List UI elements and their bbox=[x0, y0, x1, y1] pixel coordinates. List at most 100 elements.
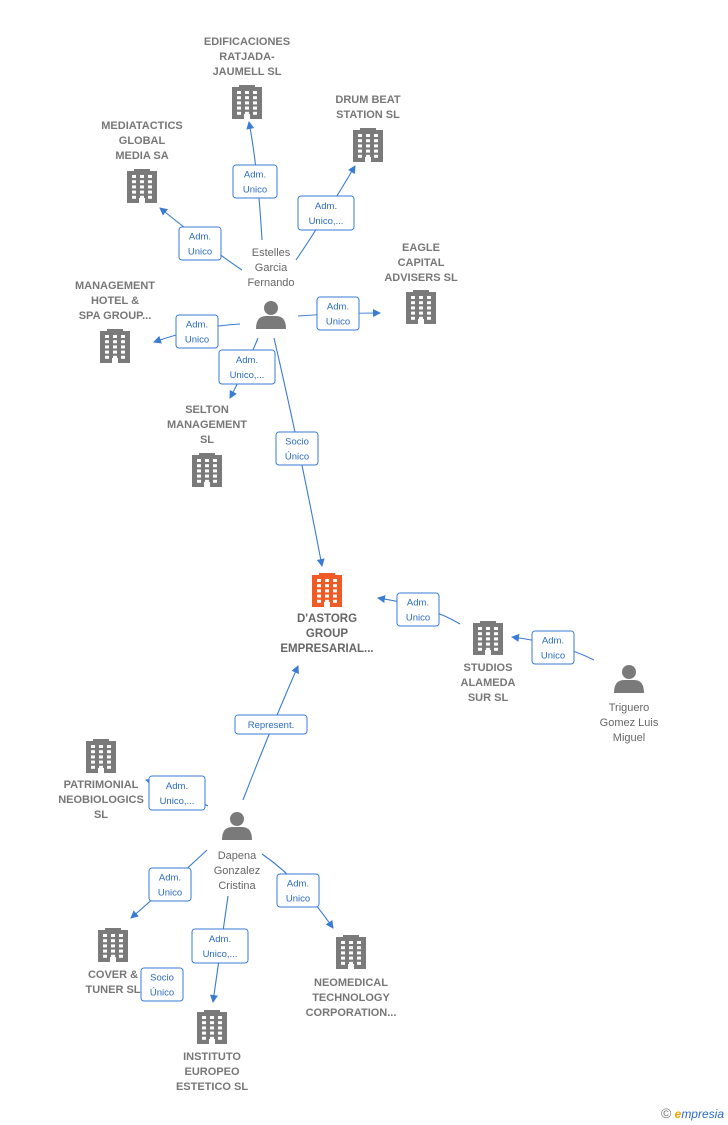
edge-e5[interactable]: Adm.Unico bbox=[153, 314, 241, 349]
edge-label-line: Represent. bbox=[248, 720, 294, 731]
edge-e13[interactable]: Adm. Unico bbox=[261, 853, 334, 929]
brand-footer: © empresia bbox=[661, 1105, 724, 1121]
edge-e3[interactable]: Adm.Unico bbox=[159, 207, 243, 271]
edge-label-line: Unico bbox=[243, 185, 267, 196]
edge-label-box[interactable] bbox=[396, 592, 440, 627]
company-name-line: NEOMEDICAL bbox=[314, 977, 388, 989]
edge-label-box[interactable] bbox=[148, 867, 192, 902]
building-icon bbox=[353, 128, 383, 162]
company-name-line: STATION SL bbox=[336, 109, 400, 121]
company-node-drumbeat[interactable]: DRUM BEAT STATION SL bbox=[335, 94, 401, 162]
building-icon bbox=[192, 453, 222, 487]
edge-label: Adm. Unico bbox=[286, 879, 310, 905]
edge-e1[interactable]: Adm.Unico bbox=[232, 121, 278, 241]
company-name: STUDIOS ALAMEDA SUR SL bbox=[461, 662, 516, 704]
company-node-cover[interactable]: COVER &TUNER SL bbox=[86, 928, 141, 996]
edge-e14[interactable]: Adm.Unico,... bbox=[191, 895, 249, 1003]
company-name-line: PATRIMONIAL bbox=[64, 779, 139, 791]
building-icon bbox=[127, 169, 157, 203]
edge-e2[interactable]: Adm.Unico,... bbox=[295, 165, 356, 261]
edge-label-box[interactable] bbox=[191, 928, 249, 964]
edge-e11[interactable]: Adm. Unico,... bbox=[145, 775, 209, 811]
edge-label-box[interactable] bbox=[148, 775, 206, 811]
company-name-line: TECHNOLOGY bbox=[312, 992, 390, 1004]
company-name-line: SL bbox=[94, 809, 108, 821]
person-name-line: Estelles bbox=[252, 247, 291, 259]
person-icon bbox=[222, 812, 252, 840]
company-name-line: EMPRESARIAL... bbox=[280, 643, 373, 655]
edge-label: Adm.Unico bbox=[541, 636, 565, 662]
person-name-line: Triguero bbox=[609, 702, 650, 714]
edge-label-box[interactable] bbox=[316, 296, 360, 331]
edge-label-line: Unico,... bbox=[160, 796, 195, 807]
edge-label: Adm. Unico,... bbox=[160, 781, 195, 807]
edge-label-line: Socio bbox=[150, 973, 174, 984]
company-name-line: STUDIOS bbox=[464, 662, 513, 674]
edge-e8[interactable]: Adm.Unico bbox=[377, 592, 461, 627]
edge-label: Adm.Unico bbox=[158, 873, 182, 899]
edge-label-line: Unico bbox=[185, 335, 209, 346]
edge-e6[interactable]: Adm.Unico,... bbox=[218, 337, 276, 399]
company-node-studios[interactable]: STUDIOS ALAMEDA SUR SL bbox=[461, 621, 516, 704]
edge-label-line: Adm. bbox=[159, 873, 181, 884]
edge-label-box[interactable] bbox=[232, 164, 278, 199]
company-name-line: MEDIATACTICS bbox=[101, 120, 182, 132]
edge-label-box[interactable] bbox=[178, 226, 222, 261]
edge-label-line: Unico bbox=[286, 894, 310, 905]
brand-logo-rest: mpresia bbox=[681, 1107, 724, 1121]
edge-e4[interactable]: Adm.Unico bbox=[297, 296, 381, 331]
company-name-line: SELTON bbox=[185, 404, 229, 416]
edge-label-line: Adm. bbox=[236, 355, 258, 366]
edge-label-line: Unico bbox=[188, 247, 212, 258]
person-icon bbox=[256, 301, 286, 329]
edge-e9[interactable]: Adm.Unico bbox=[511, 630, 595, 665]
edge-label-box[interactable] bbox=[218, 349, 276, 385]
edge-label-line: Adm. bbox=[166, 781, 188, 792]
edge-e10[interactable]: Represent. bbox=[234, 665, 308, 801]
edge-label-line: Unico bbox=[326, 317, 350, 328]
company-name-line: RATJADA- bbox=[219, 51, 275, 63]
company-name-line: INSTITUTO bbox=[183, 1051, 241, 1063]
building-icon bbox=[232, 85, 262, 119]
building-icon bbox=[473, 621, 503, 655]
edge-label-box[interactable] bbox=[297, 195, 355, 231]
edge-e12[interactable]: Adm.Unico bbox=[130, 849, 208, 919]
company-name-line: COVER & bbox=[88, 969, 138, 981]
company-name-line: EUROPEO bbox=[184, 1066, 239, 1078]
company-name-line: MANAGEMENT bbox=[75, 280, 155, 292]
company-name-line: SUR SL bbox=[468, 692, 509, 704]
edge-label-box[interactable] bbox=[140, 967, 184, 1002]
edge-label-line: Adm. bbox=[287, 879, 309, 890]
edge-label-box[interactable] bbox=[276, 873, 320, 908]
edge-label: Adm.Unico bbox=[243, 170, 267, 196]
edge-label-line: Unico,... bbox=[309, 216, 344, 227]
company-name-line: DRUM BEAT bbox=[335, 94, 400, 106]
edge-label-box[interactable] bbox=[234, 714, 308, 735]
edge-label-box[interactable] bbox=[175, 314, 219, 349]
edge-label-box[interactable] bbox=[531, 630, 575, 665]
company-name-line: EDIFICACIONES bbox=[204, 36, 290, 48]
edge-label-box[interactable] bbox=[275, 431, 319, 466]
building-icon bbox=[86, 739, 116, 773]
company-name-line: ALAMEDA bbox=[461, 677, 516, 689]
